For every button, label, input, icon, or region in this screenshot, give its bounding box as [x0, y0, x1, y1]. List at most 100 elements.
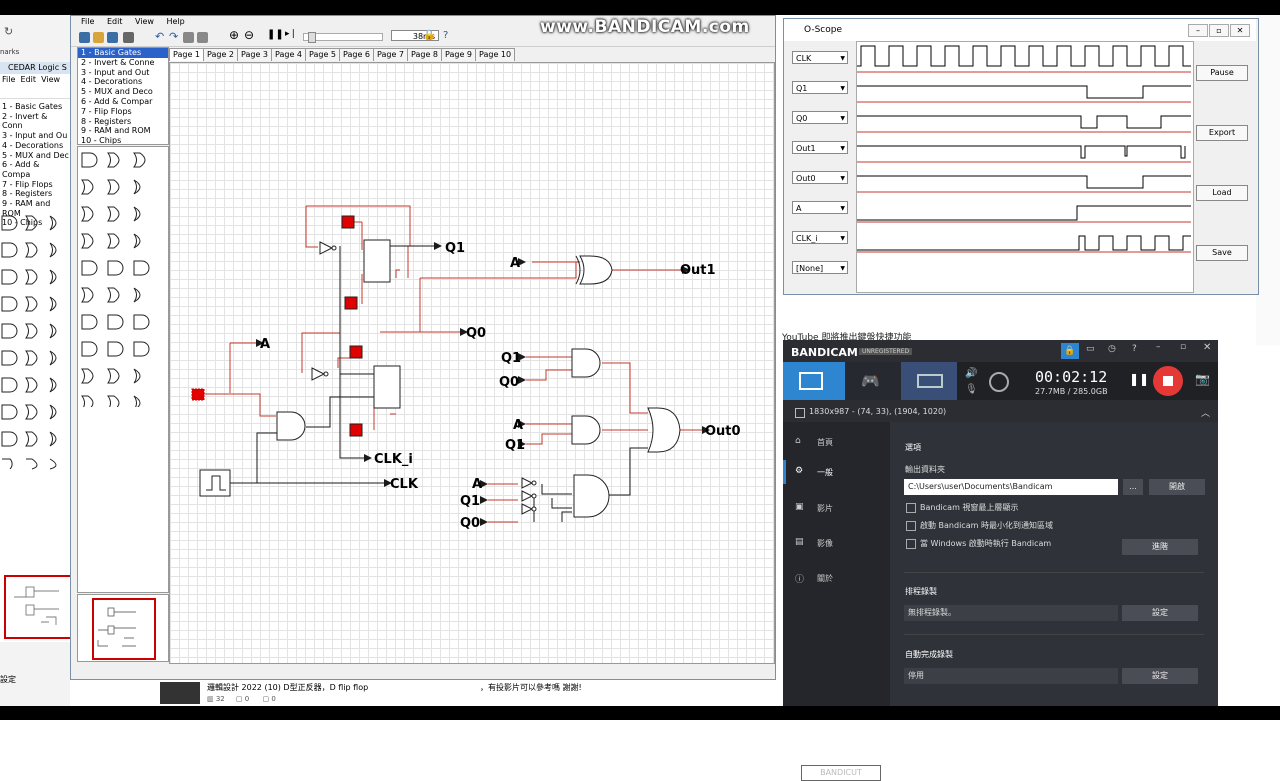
lock-icon[interactable]: 🔒 — [423, 30, 436, 41]
video-thumbnail[interactable] — [160, 682, 200, 704]
open-folder-button[interactable]: 開啟 — [1149, 479, 1205, 495]
stop-record-button[interactable] — [1153, 366, 1183, 396]
video-title[interactable]: 邏輯設計 2022 (10) D型正反器，D flip flop — [207, 683, 369, 692]
speed-slider[interactable] — [303, 32, 383, 43]
output-folder-input[interactable]: C:\Users\user\Documents\Bandicam — [904, 479, 1118, 495]
nav-image[interactable]: 影像 — [817, 539, 833, 548]
schedule-settings-button[interactable]: 設定 — [1122, 605, 1198, 621]
minimize-icon[interactable]: – — [1156, 342, 1161, 352]
close-button[interactable]: ✕ — [1230, 24, 1250, 37]
lock-icon[interactable]: 🔒 — [1061, 343, 1079, 359]
clock-icon[interactable]: ◷ — [1108, 344, 1116, 354]
circuit-thumbnail[interactable] — [77, 594, 169, 662]
restore-icon[interactable]: ▫ — [1180, 342, 1187, 352]
screen-mode-button[interactable] — [783, 362, 845, 400]
tab-page-6[interactable]: Page 6 — [339, 48, 374, 61]
close-icon[interactable]: ✕ — [1203, 342, 1212, 353]
library-item[interactable]: 5 - MUX and Deco — [81, 87, 153, 97]
signal-select-8[interactable]: [None]▼ — [792, 261, 848, 274]
tab-page-1[interactable]: Page 1 — [169, 48, 204, 61]
library-list[interactable]: 1 - Basic Gates 2 - Invert & Conne 3 - I… — [77, 47, 169, 145]
redo-icon[interactable]: ↷ — [169, 30, 179, 43]
tab-page-9[interactable]: Page 9 — [441, 48, 476, 61]
signal-select-6[interactable]: A▼ — [792, 201, 848, 214]
feedback-text[interactable]: 提供意見 — [0, 708, 32, 717]
open-icon[interactable] — [93, 32, 104, 43]
run-on-startup-checkbox[interactable] — [906, 539, 916, 549]
menu-edit[interactable]: Edit — [106, 17, 123, 26]
thumbnail-viewport[interactable] — [92, 598, 156, 660]
library-item[interactable]: 2 - Invert & Conne — [81, 57, 155, 67]
paste-icon[interactable] — [197, 32, 208, 43]
circuit-canvas[interactable]: Q1 Q0 A A Out1 Out0 CLK_i CLK Q1 Q0 A Q1… — [169, 62, 775, 664]
tab-page-10[interactable]: Page 10 — [475, 48, 516, 61]
bandicut-button[interactable]: BANDICUT — [801, 765, 881, 781]
tab-page-7[interactable]: Page 7 — [373, 48, 408, 61]
nav-home[interactable]: 首頁 — [817, 438, 833, 447]
gate-palette-icons[interactable] — [78, 147, 166, 411]
library-item[interactable]: 4 - Decorations — [81, 77, 143, 87]
new-icon[interactable] — [79, 32, 90, 43]
microphone-icon[interactable]: 🎙 — [965, 384, 978, 395]
chevron-up-icon[interactable]: ︿ — [1201, 409, 1211, 419]
reload-icon[interactable]: ↻ — [4, 25, 14, 38]
signal-select-5[interactable]: Out0▼ — [792, 171, 848, 184]
library-item[interactable]: 7 - Flip Flops — [81, 106, 132, 116]
undo-icon[interactable]: ↶ — [155, 30, 165, 43]
tab-page-5[interactable]: Page 5 — [305, 48, 340, 61]
pause-button[interactable]: Pause — [1196, 65, 1248, 81]
library-item[interactable]: 1 - Basic Gates — [78, 48, 168, 58]
start-minimized-checkbox[interactable] — [906, 521, 916, 531]
tab-page-4[interactable]: Page 4 — [271, 48, 306, 61]
gate-palette[interactable] — [77, 146, 169, 593]
zoom-in-icon[interactable]: ⊕ — [229, 28, 240, 42]
game-mode-button[interactable]: 🎮 — [845, 362, 901, 400]
region-checkbox[interactable] — [795, 408, 805, 418]
folder-icon[interactable]: ▭ — [1086, 344, 1095, 354]
auto-complete-settings-button[interactable]: 設定 — [1122, 668, 1198, 684]
menu-file[interactable]: File — [81, 17, 95, 26]
signal-select-7[interactable]: CLK_i▼ — [792, 231, 848, 244]
nav-video[interactable]: 影片 — [817, 504, 833, 513]
settings-text[interactable]: 設定 — [0, 675, 16, 684]
step-icon[interactable]: ▸❘ — [285, 29, 298, 39]
browse-button[interactable]: ... — [1123, 479, 1143, 495]
print-icon[interactable] — [123, 32, 134, 43]
maximize-button[interactable]: ▫ — [1209, 24, 1229, 37]
tab-page-8[interactable]: Page 8 — [407, 48, 442, 61]
copy-icon[interactable] — [183, 32, 194, 43]
hdmi-mode-button[interactable] — [901, 362, 957, 400]
save-button[interactable]: Save — [1196, 245, 1248, 261]
export-button[interactable]: Export — [1196, 125, 1248, 141]
always-on-top-checkbox[interactable] — [906, 503, 916, 513]
zoom-out-icon[interactable]: ⊖ — [244, 28, 255, 42]
nav-general[interactable]: 一般 — [817, 468, 833, 477]
help-icon[interactable]: ? — [1132, 344, 1137, 354]
signal-select-1[interactable]: CLK▼ — [792, 51, 848, 64]
save-icon[interactable] — [107, 32, 118, 43]
nav-about[interactable]: 關於 — [817, 574, 833, 583]
pause-icon[interactable]: ❚❚ — [267, 29, 284, 40]
speaker-icon[interactable]: 🔊 — [965, 368, 978, 379]
load-button[interactable]: Load — [1196, 185, 1248, 201]
pause-icon[interactable]: ❚❚ — [1129, 372, 1150, 386]
tab-page-3[interactable]: Page 3 — [237, 48, 272, 61]
minimize-button[interactable]: – — [1188, 24, 1208, 37]
help-icon[interactable]: ? — [443, 30, 449, 41]
circuit-diagram[interactable]: Q1 Q0 A A Out1 Out0 CLK_i CLK Q1 Q0 A Q1… — [170, 63, 774, 663]
signal-select-4[interactable]: Out1▼ — [792, 141, 848, 154]
library-item[interactable]: 3 - Input and Out — [81, 67, 150, 77]
library-item[interactable]: 9 - RAM and ROM — [81, 126, 151, 136]
menu-view[interactable]: View — [134, 17, 154, 26]
signal-select-2[interactable]: Q1▼ — [792, 81, 848, 94]
speed-value[interactable]: 38ms — [391, 30, 439, 41]
library-item[interactable]: 8 - Registers — [81, 116, 132, 126]
menu-help[interactable]: Help — [166, 17, 185, 26]
camera-icon[interactable]: 📷 — [1195, 372, 1210, 386]
library-item[interactable]: 6 - Add & Compar — [81, 96, 153, 106]
webcam-icon[interactable] — [989, 372, 1009, 392]
signal-select-3[interactable]: Q0▼ — [792, 111, 848, 124]
advanced-button[interactable]: 進階 — [1122, 539, 1198, 555]
library-item[interactable]: 10 - Chips — [81, 136, 122, 145]
tab-page-2[interactable]: Page 2 — [203, 48, 238, 61]
